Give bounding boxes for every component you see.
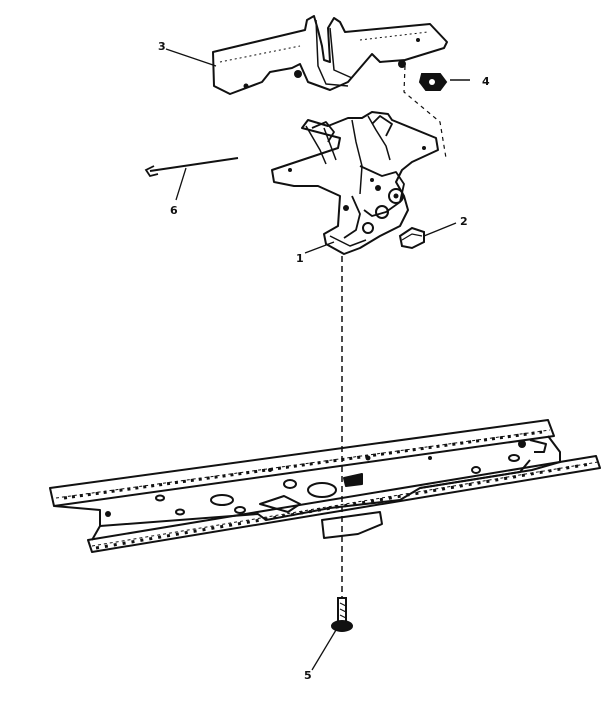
callout-part-1: 1 xyxy=(296,252,304,265)
callout-part-3: 3 xyxy=(158,40,166,53)
part-3-top-bracket xyxy=(212,15,448,159)
leader-lines xyxy=(165,48,457,671)
callout-part-2: 2 xyxy=(460,215,468,228)
part-5-bolt xyxy=(331,597,353,632)
part-4-screw xyxy=(418,73,470,91)
part-1-latch-mechanism xyxy=(271,111,439,255)
part-6-rod xyxy=(144,157,239,178)
callout-part-5: 5 xyxy=(304,669,312,682)
callout-part-4: 4 xyxy=(482,75,490,88)
part-2-cap xyxy=(398,226,425,250)
callout-part-6: 6 xyxy=(170,204,178,217)
seat-track-rail xyxy=(49,419,601,553)
